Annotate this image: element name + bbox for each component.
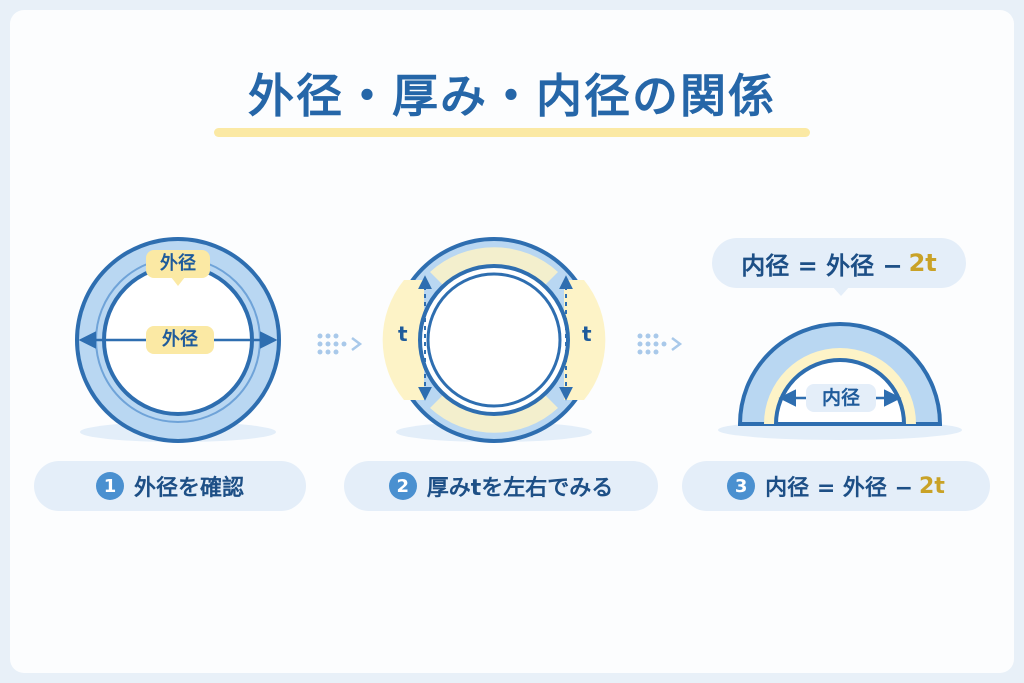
thickness-label-right: t [582,322,592,346]
thickness-label-left: t [398,322,408,346]
step-arrow-2 [637,333,683,355]
step3-half-ring [718,322,962,440]
diameter-label: 外径 [146,326,214,354]
outer-diameter-tag: 外径 [146,250,210,278]
step1-number: 1 [95,472,124,500]
step3-caption-highlight: 2t [919,473,945,499]
step1-caption: 1 外径を確認 [34,461,306,511]
formula-bubble-highlight: 2t [908,249,937,277]
title-underline [214,128,810,137]
formula-bubble-tail [832,286,850,296]
step3-caption: 3 内径 = 外径 − 2t [682,461,990,511]
title-container: 外径・厚み・内径の関係 [0,68,1024,124]
inner-diameter-label: 内径 [806,384,876,412]
step2-caption-text: 厚みtを左右でみる [426,476,614,501]
step3-number: 3 [727,472,756,500]
formula-bubble-text: 内径 = 外径 − [741,251,903,280]
inner-diameter-label-text: 内径 [821,387,860,409]
step-arrow-1 [317,333,363,355]
step2-ring [382,237,606,443]
step1-caption-text: 外径を確認 [133,476,244,501]
diameter-label-text: 外径 [162,329,198,350]
formula-bubble: 内径 = 外径 − 2t [712,238,966,288]
step2-caption: 2 厚みtを左右でみる [344,461,658,511]
outer-diameter-tag-text: 外径 [160,253,196,274]
page-title: 外径・厚み・内径の関係 [248,69,776,123]
outer-diameter-tag-tail [171,277,185,286]
step3-caption-text: 内径 = 外径 − [765,476,914,501]
step2-number: 2 [388,472,417,500]
